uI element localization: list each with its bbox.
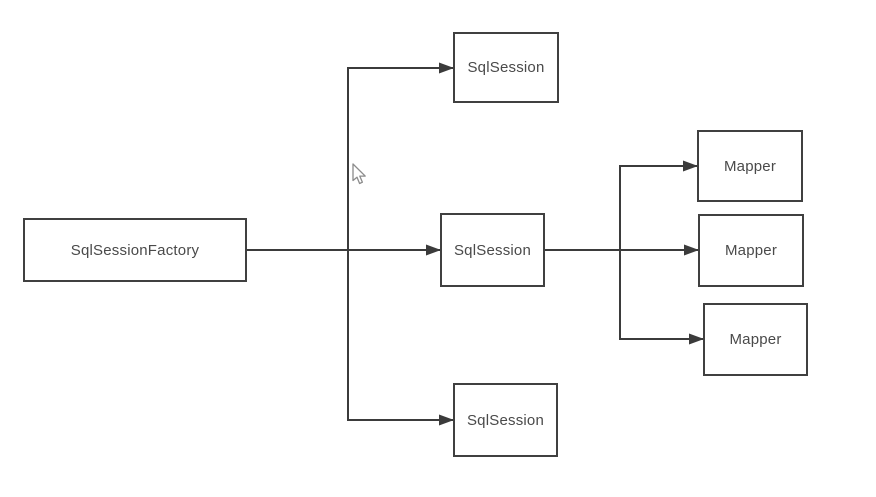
connector-factory-to-sqlsession-bottom — [347, 250, 454, 426]
node-label: SqlSession — [467, 59, 545, 76]
connector-sqlsession-to-mapper-bottom — [619, 250, 704, 345]
mouse-pointer-icon — [352, 163, 366, 185]
node-sqlsessionfactory[interactable]: SqlSessionFactory — [23, 218, 247, 282]
node-mapper-top[interactable]: Mapper — [697, 130, 803, 202]
node-mapper-bottom[interactable]: Mapper — [703, 303, 808, 376]
node-label: SqlSession — [466, 411, 545, 429]
node-sqlsession-bottom[interactable]: SqlSession — [453, 383, 558, 457]
connector-factory-to-sqlsession-top — [347, 62, 454, 250]
node-label: Mapper — [729, 331, 782, 348]
node-label: Mapper — [724, 242, 778, 259]
connector-sqlsession-to-mapper-top — [619, 160, 698, 250]
node-sqlsession-middle[interactable]: SqlSession — [440, 213, 545, 287]
node-label: Mapper — [723, 157, 777, 175]
node-mapper-middle[interactable]: Mapper — [698, 214, 804, 287]
node-sqlsession-top[interactable]: SqlSession — [453, 32, 559, 103]
node-label: SqlSession — [453, 241, 532, 259]
node-label: SqlSessionFactory — [70, 241, 200, 259]
